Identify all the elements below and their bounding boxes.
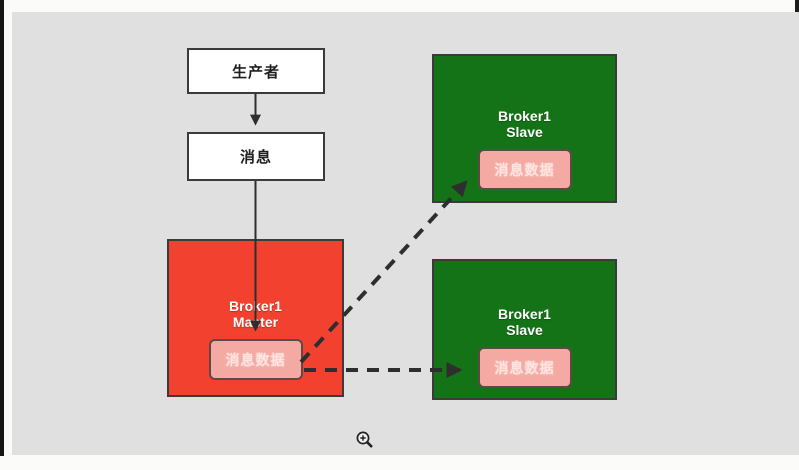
video-frame-left-edge <box>0 0 4 456</box>
master-message-data-label: 消息数据 <box>225 351 286 368</box>
producer-node: 生产者 <box>187 48 325 94</box>
slave-top-message-data-label: 消息数据 <box>494 161 555 178</box>
broker-role: Slave <box>506 322 543 338</box>
broker1-slave-top-node: Broker1 Slave 消息数据 <box>432 54 617 203</box>
message-label: 消息 <box>239 149 272 166</box>
slave-bottom-message-data-label: 消息数据 <box>494 359 555 376</box>
master-message-data-box: 消息数据 <box>208 339 303 380</box>
broker-role: Slave <box>506 124 543 140</box>
zoom-in-cursor-icon <box>356 431 373 448</box>
broker1-master-title: Broker1 Master <box>229 298 282 330</box>
broker-name: Broker1 <box>498 108 551 124</box>
slave-bottom-message-data-box: 消息数据 <box>477 347 572 388</box>
diagram-canvas <box>12 12 799 455</box>
broker1-master-node: Broker1 Master 消息数据 <box>167 239 344 397</box>
video-frame-corner-mark <box>795 0 799 12</box>
producer-label: 生产者 <box>231 63 280 81</box>
broker-name: Broker1 <box>229 298 282 314</box>
broker1-slave-bottom-title: Broker1 Slave <box>498 306 551 338</box>
slave-top-message-data-box: 消息数据 <box>477 149 572 190</box>
message-node: 消息 <box>187 132 325 181</box>
broker-role: Master <box>232 314 279 330</box>
broker1-slave-top-title: Broker1 Slave <box>498 108 551 140</box>
broker-name: Broker1 <box>498 306 551 322</box>
broker1-slave-bottom-node: Broker1 Slave 消息数据 <box>432 259 617 400</box>
